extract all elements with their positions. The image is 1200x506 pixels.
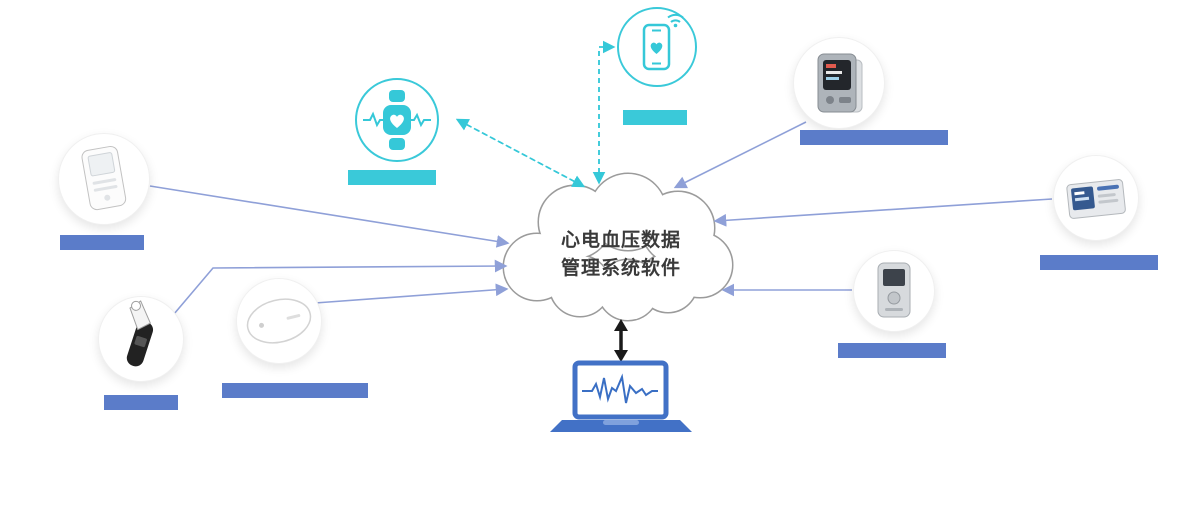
device-smartwatch xyxy=(355,78,439,162)
sync-arrow-icon xyxy=(614,319,628,362)
connector-bp-monitor xyxy=(673,121,807,189)
label-holter xyxy=(838,343,946,358)
connector-phone-out xyxy=(598,40,616,182)
device-ecg-patch xyxy=(236,278,322,364)
ear-probe-icon xyxy=(126,300,154,367)
connector-ear-device xyxy=(173,259,508,315)
connector-smartwatch-in xyxy=(457,119,586,188)
device-ecg-box xyxy=(1053,155,1139,241)
label-smartwatch xyxy=(348,170,436,185)
connector-ecg-patch xyxy=(314,283,509,304)
label-wall-ecg xyxy=(60,235,144,250)
label-ecg-patch xyxy=(222,383,368,398)
smartphone-icon xyxy=(642,13,684,71)
ecg-patch-icon xyxy=(246,298,312,344)
device-smartphone xyxy=(617,7,697,87)
connector-smartwatch-out xyxy=(455,118,584,187)
label-ear-probe xyxy=(104,395,178,410)
bp-monitor-icon xyxy=(817,53,863,113)
device-ear-probe xyxy=(98,296,184,382)
device-bp-monitor xyxy=(793,37,885,129)
connector-wall-device xyxy=(149,185,510,248)
label-ecg-box xyxy=(1040,255,1158,270)
ecg-waveform xyxy=(582,373,658,404)
cloud-shape xyxy=(502,172,734,322)
wall-ecg-icon xyxy=(81,145,127,211)
ecg-box-icon xyxy=(1066,179,1126,219)
cloud-title-line1: 心电血压数据 xyxy=(560,230,681,251)
connector-ecg-box xyxy=(713,198,1053,227)
cloud-title-line2: 管理系统软件 xyxy=(560,258,681,279)
smartwatch-icon xyxy=(363,90,431,150)
laptop-icon xyxy=(550,360,692,432)
cloud-title: 心电血压数据 管理系统软件 xyxy=(535,227,707,283)
connector-phone-in xyxy=(592,46,613,185)
device-wall-ecg xyxy=(58,133,150,225)
device-holter xyxy=(853,250,935,332)
label-smartphone xyxy=(623,110,687,125)
holter-icon xyxy=(877,262,911,318)
label-bp-monitor xyxy=(800,130,948,145)
